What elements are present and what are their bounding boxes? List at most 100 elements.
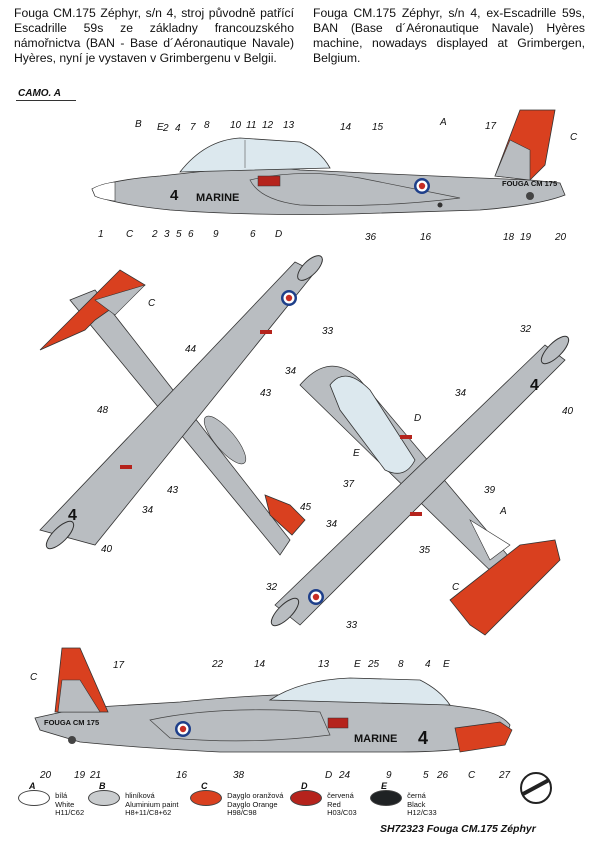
svg-text:18: 18: [503, 232, 515, 243]
svg-text:24: 24: [338, 770, 351, 781]
svg-text:14: 14: [254, 659, 266, 670]
svg-text:14: 14: [340, 122, 352, 133]
svg-text:20: 20: [554, 232, 567, 243]
svg-text:E: E: [157, 122, 164, 133]
svg-text:21: 21: [89, 770, 101, 781]
canopy-top-profile: [179, 137, 331, 173]
svg-text:15: 15: [372, 122, 384, 133]
svg-text:C: C: [570, 132, 578, 143]
svg-text:38: 38: [233, 770, 245, 781]
camo-label: CAMO. A: [18, 88, 61, 99]
svg-text:A: A: [499, 506, 507, 517]
svg-text:34: 34: [285, 366, 297, 377]
svg-text:11: 11: [246, 120, 256, 131]
side-profile-left: 4 MARINE FOUGA CM 175: [91, 109, 566, 215]
svg-text:32: 32: [266, 582, 278, 593]
svg-text:6: 6: [250, 229, 256, 240]
svg-text:C: C: [452, 582, 460, 593]
svg-text:33: 33: [322, 326, 334, 337]
side-number-top: 4: [170, 187, 179, 204]
red-panel-side: [257, 175, 281, 187]
product-code-footer: SH72323 Fouga CM.175 Zéphyr: [380, 823, 536, 835]
svg-text:7: 7: [190, 122, 196, 133]
svg-text:13: 13: [318, 659, 330, 670]
svg-text:E: E: [353, 448, 360, 459]
svg-text:43: 43: [167, 485, 179, 496]
svg-text:6: 6: [188, 229, 194, 240]
roundel-upper-wing: [281, 290, 297, 306]
svg-text:4: 4: [425, 659, 431, 670]
svg-text:5: 5: [423, 770, 429, 781]
svg-text:C: C: [148, 298, 156, 309]
svg-text:3: 3: [164, 229, 170, 240]
svg-text:9: 9: [213, 229, 219, 240]
svg-text:9: 9: [386, 770, 392, 781]
swatch-white: A: [18, 782, 50, 806]
svg-text:32: 32: [520, 324, 532, 335]
svg-text:34: 34: [455, 388, 467, 399]
svg-text:C: C: [468, 770, 476, 781]
plan-view-upper: 4: [39, 255, 323, 556]
roundel-side-top: [414, 178, 430, 194]
camo-underline: [16, 100, 76, 101]
swatch-orange: C: [190, 782, 222, 806]
svg-text:27: 27: [498, 770, 511, 781]
svg-text:26: 26: [436, 770, 449, 781]
svg-text:22: 22: [211, 659, 224, 670]
marine-text-bottom: MARINE: [354, 733, 397, 745]
svg-text:12: 12: [262, 120, 274, 131]
svg-text:1: 1: [98, 229, 104, 240]
svg-text:2: 2: [162, 123, 169, 134]
svg-text:44: 44: [185, 344, 197, 355]
svg-text:35: 35: [419, 545, 431, 556]
svg-text:40: 40: [101, 544, 113, 555]
svg-text:39: 39: [484, 485, 496, 496]
wing-number-lower: 4: [530, 377, 539, 394]
svg-text:43: 43: [260, 388, 272, 399]
svg-text:48: 48: [97, 405, 109, 416]
intake-side: [249, 173, 461, 207]
svg-text:34: 34: [326, 519, 338, 530]
svg-text:D: D: [414, 413, 421, 424]
svg-text:16: 16: [420, 232, 432, 243]
nose-white: [91, 181, 116, 202]
side-profile-right: 4 MARINE FOUGA CM 175: [34, 647, 513, 753]
roundel-lower-wing: [308, 589, 324, 605]
svg-text:2: 2: [151, 229, 158, 240]
svg-text:8: 8: [398, 659, 404, 670]
swatch-aluminium: B: [88, 782, 120, 806]
swatch-black: E: [370, 782, 402, 806]
svg-text:36: 36: [365, 232, 377, 243]
svg-text:8: 8: [204, 120, 210, 131]
gunze-sangyo-logo: [520, 772, 552, 804]
svg-text:E: E: [354, 659, 361, 670]
svg-text:A: A: [439, 117, 447, 128]
fuselage-side-top: [91, 166, 566, 215]
svg-text:20: 20: [39, 770, 52, 781]
svg-text:D: D: [325, 770, 332, 781]
svg-text:4: 4: [175, 123, 181, 134]
svg-text:C: C: [30, 672, 38, 683]
svg-text:19: 19: [520, 232, 532, 243]
svg-text:17: 17: [485, 121, 497, 132]
svg-text:13: 13: [283, 120, 295, 131]
side-number-bottom: 4: [418, 728, 428, 748]
fin-code-bottom: FOUGA CM 175: [44, 718, 99, 727]
svg-text:16: 16: [176, 770, 188, 781]
svg-text:17: 17: [113, 660, 125, 671]
svg-text:33: 33: [346, 620, 358, 631]
svg-text:B: B: [135, 119, 142, 130]
svg-text:D: D: [275, 229, 282, 240]
svg-text:E: E: [443, 659, 450, 670]
svg-text:25: 25: [367, 659, 380, 670]
roundel-side-bottom: [175, 721, 191, 737]
